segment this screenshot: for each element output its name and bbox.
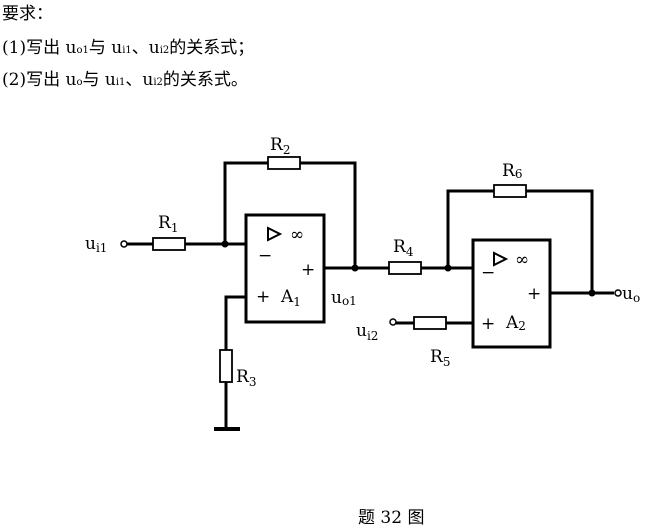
req1-prefix: (1)写出 u <box>2 38 77 58</box>
junction-dot <box>221 240 229 248</box>
req1-suffix: 的关系式； <box>169 38 255 58</box>
A2-infinity: ∞ <box>515 250 529 270</box>
figure-caption: 题 32 图 <box>358 508 425 528</box>
terminal-uo <box>614 289 622 297</box>
label-uo1: uo1 <box>331 288 357 308</box>
resistor-R6 <box>493 184 527 198</box>
label-R5: R5 <box>430 347 450 369</box>
req1-sub1: o1 <box>76 45 89 56</box>
resistor-R4 <box>388 261 422 275</box>
resistor-R1 <box>152 237 186 251</box>
A2-output-plus: + <box>527 284 541 304</box>
label-ui2: ui2 <box>356 321 378 343</box>
A2-minus: − <box>481 263 495 283</box>
req2-prefix: (2)写出 u <box>2 70 77 90</box>
terminal-ui2 <box>389 318 397 326</box>
resistor-R5 <box>413 316 447 330</box>
req2-mid2: 、u <box>125 70 154 90</box>
requirement-1: (1)写出 uo1与 ui1、ui2的关系式； <box>2 38 254 61</box>
req2-mid1: 与 u <box>82 70 116 90</box>
req1-mid2: 、u <box>131 38 160 58</box>
label-R6: R6 <box>502 161 522 181</box>
req1-sub2: i1 <box>122 45 132 56</box>
label-uo: uo <box>622 284 640 305</box>
wire <box>223 161 268 244</box>
junction-dot <box>351 264 359 272</box>
opamp-triangle-icon <box>493 251 509 267</box>
label-R1: R1 <box>158 213 178 235</box>
resistor-R3 <box>219 349 233 383</box>
label-R3: R3 <box>236 367 256 389</box>
opamp-triangle-icon <box>267 226 283 242</box>
A1-minus: − <box>258 246 272 266</box>
resistor-R2 <box>267 156 301 170</box>
requirements-title: 要求： <box>2 4 53 24</box>
wire <box>224 295 246 350</box>
A1-infinity: ∞ <box>290 225 304 245</box>
label-A1: A1 <box>280 287 301 309</box>
terminal-ui1 <box>120 240 128 248</box>
req1-sub3: i2 <box>159 45 170 56</box>
wire <box>526 189 594 293</box>
requirement-2: (2)写出 uo与 ui1、ui2的关系式。 <box>2 70 248 93</box>
wire <box>300 161 357 268</box>
junction-dot <box>444 264 452 272</box>
label-A2: A2 <box>505 313 526 333</box>
req2-sub1: o <box>76 77 83 88</box>
req1-mid1: 与 u <box>88 38 123 58</box>
label-R2: R2 <box>270 135 290 157</box>
A1-plus: + <box>256 287 270 307</box>
A2-plus: + <box>481 314 495 334</box>
wire <box>446 189 494 268</box>
req2-sub2: i1 <box>115 77 126 88</box>
label-ui1: ui1 <box>85 234 107 255</box>
label-R4: R4 <box>393 237 414 259</box>
req2-suffix: 的关系式。 <box>162 70 248 90</box>
A1-output-plus: + <box>301 260 315 280</box>
req2-sub3: i2 <box>153 77 163 88</box>
junction-dot <box>588 289 596 297</box>
